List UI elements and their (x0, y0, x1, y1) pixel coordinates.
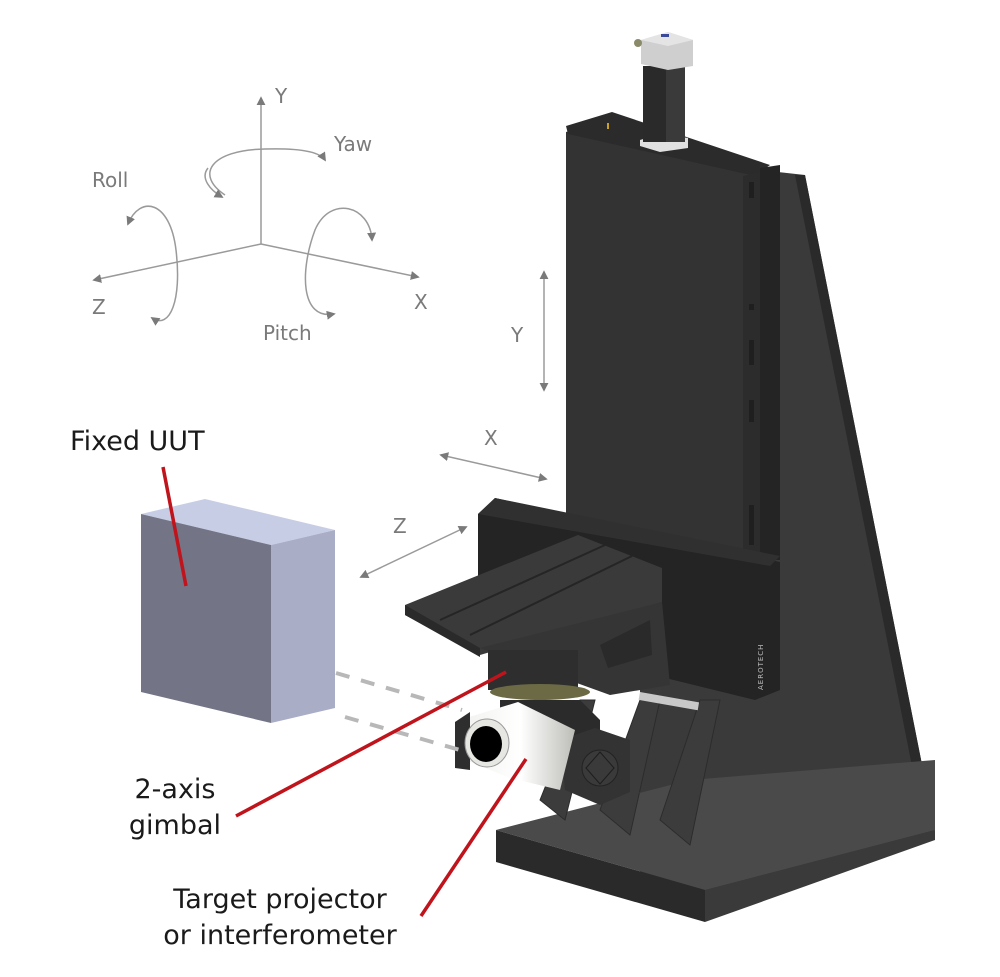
rail-detail (749, 505, 754, 545)
x-axis-line (260, 243, 420, 280)
uut-callout-line (161, 466, 188, 587)
projector-label-line1: Target projector (173, 884, 387, 915)
beam-line-lower (344, 715, 461, 752)
motor-body-side (666, 66, 685, 142)
uut-side-face (271, 530, 335, 723)
frame-z-label: Z (92, 295, 106, 319)
tray-rib (469, 555, 633, 636)
rail-detail (749, 182, 754, 198)
x-stage-top (478, 498, 780, 566)
rail-detail (749, 340, 754, 365)
gimbal-motor-cap (581, 749, 619, 787)
projector-callout-line (419, 758, 528, 917)
optical-beams (335, 671, 463, 752)
z-stage-tray (405, 535, 662, 655)
motor-connector (634, 39, 642, 47)
rail-detail (749, 304, 754, 310)
gantry-machine: AEROTECH (405, 32, 935, 922)
beam-line-upper (335, 671, 463, 712)
projector-back-clamp (455, 712, 470, 770)
yaw-label: Yaw (334, 132, 373, 156)
motor (634, 32, 693, 152)
tray-gusset (480, 602, 670, 695)
gimbal-bearing-ring (490, 684, 590, 700)
y-stage-side-rail-2 (760, 165, 780, 560)
stage-z-label: Z (393, 514, 407, 538)
y-stage-side-rail (743, 172, 760, 560)
stage-z-arrow (359, 526, 468, 578)
frame-x-label: X (414, 290, 428, 314)
stage-x-arrow (439, 452, 548, 482)
gimbal-bracket (638, 692, 700, 711)
gimbal-label-line2: gimbal (128, 810, 222, 841)
stage-x-label: X (484, 426, 498, 450)
encoder-label (661, 34, 669, 37)
base-right (705, 830, 935, 922)
gimbal-cap-logo (585, 751, 615, 785)
yaw-arrow-tail (204, 167, 224, 198)
projector-aperture (470, 726, 502, 762)
gusset-cutout (600, 620, 652, 668)
y-stage-plate (566, 118, 755, 560)
frame-y-label: Y (275, 84, 288, 108)
tray-front-edge (405, 605, 480, 657)
projector-label: Target projector or interferometer (150, 882, 410, 954)
pitch-label: Pitch (263, 321, 312, 345)
gimbal-label: 2-axis gimbal (120, 772, 230, 844)
base-top (496, 760, 935, 890)
yellow-pin (607, 123, 609, 129)
roll-rotation-arrow (126, 205, 179, 326)
yaw-rotation-arrow (209, 148, 326, 196)
motor-encoder-top (641, 32, 693, 46)
fixed-uut (141, 499, 335, 723)
uut-top-face (141, 499, 335, 545)
uut-label: Fixed UUT (70, 426, 205, 457)
stage-axes (359, 270, 549, 578)
base-rib-3 (659, 699, 721, 846)
coordinate-frame (92, 96, 420, 326)
gimbal-label-line1: 2-axis (134, 774, 216, 805)
projector-label-line2: or interferometer (163, 920, 397, 951)
roll-label: Roll (92, 168, 129, 192)
tray-rib (439, 544, 606, 621)
base-front (496, 830, 705, 922)
pitch-rotation-arrow (304, 207, 377, 320)
uut-front-face (141, 514, 271, 723)
callout-lines (161, 466, 528, 917)
rail-detail (749, 400, 754, 422)
stage-y-label: Y (511, 323, 524, 347)
aerotech-logo: AEROTECH (757, 644, 765, 690)
support-side-face (795, 175, 935, 832)
gimbal-upper-block (488, 650, 578, 690)
gimbal-callout-line (235, 670, 507, 818)
